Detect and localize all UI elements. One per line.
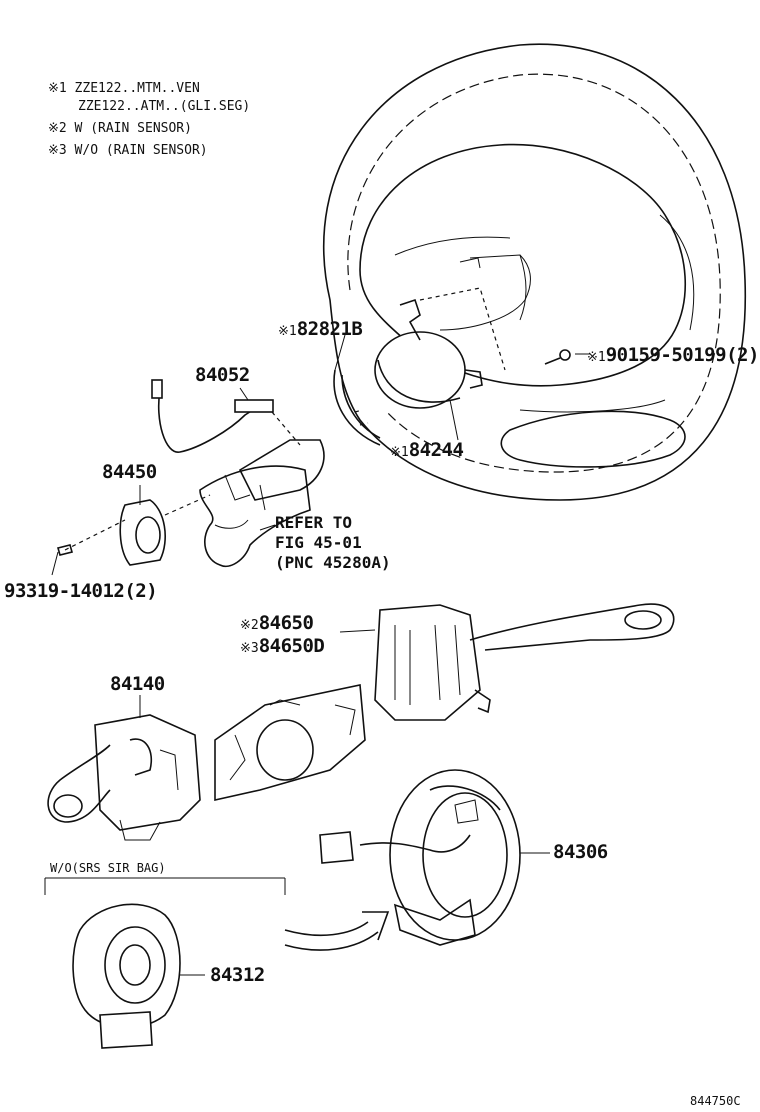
part-number: 84650D [258, 635, 325, 657]
wo-bracket [44, 877, 286, 895]
refer-line-3: (PNC 45280A) [275, 553, 391, 572]
lower-cover [333, 334, 381, 446]
part-label-84140[interactable]: 84140 [110, 675, 165, 694]
note-line-1: ※1 ZZE122..MTM..VEN [48, 81, 200, 96]
part-label-84450[interactable]: 84450 [102, 463, 157, 482]
note-line-2: ZZE122..ATM..(GLI.SEG) [78, 99, 251, 114]
spiral-cable [319, 769, 550, 946]
part-label-84650[interactable]: ※284650 [240, 612, 314, 634]
part-label-93319[interactable]: 93319-14012(2) [4, 580, 158, 602]
refer-line-2: FIG 45-01 [275, 533, 362, 552]
switch-bracket [214, 684, 366, 801]
part-mark: ※2 [240, 618, 259, 633]
steering-sensor [51, 485, 211, 576]
refer-line-1: REFER TO [275, 513, 353, 532]
part-label-84052[interactable]: 84052 [195, 366, 250, 385]
part-mark: ※1 [390, 445, 409, 460]
rotary-sensor [72, 903, 205, 1049]
part-label-84650d[interactable]: ※384650D [240, 635, 325, 657]
part-number: 93319-14012(2) [4, 580, 158, 602]
part-number: 84244 [408, 439, 464, 461]
wire-harness [151, 379, 301, 453]
note-line-3: ※2 W (RAIN SENSOR) [48, 121, 192, 136]
part-number: 82821B [296, 318, 363, 340]
diagram-code: 844750C [690, 1094, 741, 1108]
column-cover [199, 439, 325, 567]
wiper-switch [339, 603, 675, 721]
part-mark: ※3 [240, 641, 259, 656]
airbag-pad [374, 254, 531, 441]
part-label-82821b[interactable]: ※182821B [278, 318, 363, 340]
part-number: 84450 [102, 461, 157, 483]
part-number: 84306 [553, 841, 608, 863]
part-label-84306[interactable]: 84306 [553, 843, 608, 862]
flow-arrow [284, 911, 390, 951]
part-label-90159[interactable]: ※190159-50199(2) [587, 346, 759, 365]
part-number: 84052 [195, 364, 250, 386]
note-line-4: ※3 W/O (RAIN SENSOR) [48, 143, 208, 158]
part-number: 90159-50199(2) [605, 344, 760, 366]
bolt-90159 [544, 349, 590, 365]
steering-wheel [322, 43, 747, 501]
part-label-84244[interactable]: ※184244 [390, 439, 464, 461]
part-label-84312[interactable]: 84312 [210, 966, 265, 985]
part-number: 84140 [110, 673, 165, 695]
part-mark: ※1 [587, 350, 606, 365]
part-number: 84312 [210, 964, 265, 986]
part-mark: ※1 [278, 324, 297, 339]
light-switch [47, 695, 201, 841]
wo-srs-label: W/O(SRS SIR BAG) [50, 861, 166, 875]
part-number: 84650 [258, 612, 314, 634]
